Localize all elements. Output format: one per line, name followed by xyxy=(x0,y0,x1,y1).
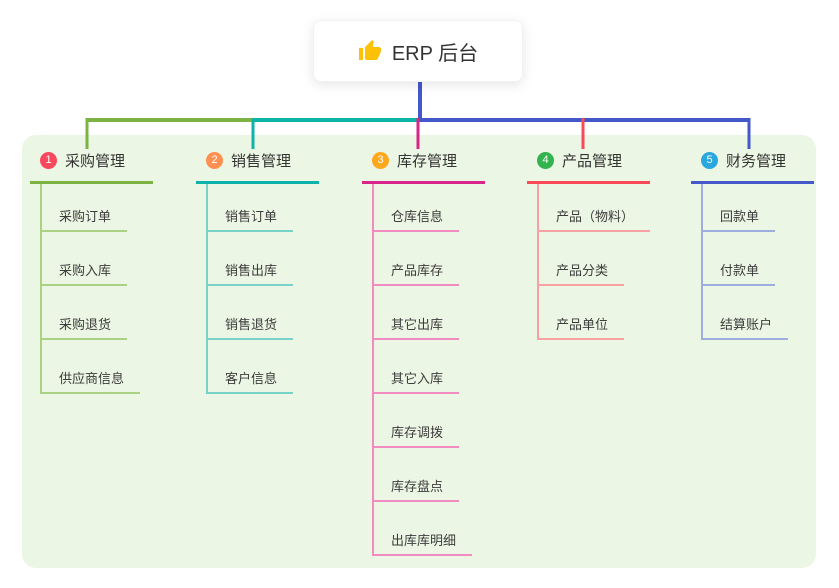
child-node[interactable]: 库存调拨 xyxy=(374,394,460,448)
branch-header[interactable]: 4 产品管理 xyxy=(527,150,651,184)
branch-number-badge: 1 xyxy=(40,152,57,169)
branch-children: 销售订单销售出库销售退货客户信息 xyxy=(206,184,319,394)
branch-number-badge: 3 xyxy=(372,152,389,169)
root-node[interactable]: ERP 后台 xyxy=(313,20,523,82)
child-node[interactable]: 供应商信息 xyxy=(42,340,141,394)
child-node[interactable]: 其它出库 xyxy=(374,286,460,340)
child-node[interactable]: 产品库存 xyxy=(374,232,460,286)
child-node[interactable]: 采购订单 xyxy=(42,184,128,232)
branch-采购管理: 1 采购管理 采购订单采购入库采购退货供应商信息 xyxy=(30,150,154,394)
child-node[interactable]: 产品单位 xyxy=(539,286,625,340)
branch-children: 采购订单采购入库采购退货供应商信息 xyxy=(40,184,153,394)
child-node[interactable]: 仓库信息 xyxy=(374,184,460,232)
branch-number-badge: 2 xyxy=(206,152,223,169)
child-node[interactable]: 出库库明细 xyxy=(374,502,473,556)
branch-label: 采购管理 xyxy=(65,153,126,170)
branch-number-badge: 4 xyxy=(537,152,554,169)
child-node[interactable]: 销售出库 xyxy=(208,232,294,286)
child-node[interactable]: 其它入库 xyxy=(374,340,460,394)
branch-header[interactable]: 5 财务管理 xyxy=(691,150,815,184)
root-label: ERP 后台 xyxy=(391,42,479,65)
child-node[interactable]: 销售退货 xyxy=(208,286,294,340)
branch-header[interactable]: 2 销售管理 xyxy=(196,150,320,184)
branch-children: 仓库信息产品库存其它出库其它入库库存调拨库存盘点出库库明细 xyxy=(372,184,485,556)
branch-产品管理: 4 产品管理 产品（物料）产品分类产品单位 xyxy=(527,150,651,340)
branch-label: 销售管理 xyxy=(231,153,292,170)
branch-财务管理: 5 财务管理 回款单付款单结算账户 xyxy=(691,150,815,340)
branch-header[interactable]: 3 库存管理 xyxy=(362,150,486,184)
child-node[interactable]: 采购入库 xyxy=(42,232,128,286)
branch-children: 回款单付款单结算账户 xyxy=(701,184,814,340)
branch-label: 库存管理 xyxy=(397,153,458,170)
child-node[interactable]: 结算账户 xyxy=(703,286,789,340)
child-node[interactable]: 客户信息 xyxy=(208,340,294,394)
branch-库存管理: 3 库存管理 仓库信息产品库存其它出库其它入库库存调拨库存盘点出库库明细 xyxy=(362,150,486,556)
branch-label: 产品管理 xyxy=(562,153,623,170)
child-node[interactable]: 产品（物料） xyxy=(539,184,651,232)
child-node[interactable]: 库存盘点 xyxy=(374,448,460,502)
child-node[interactable]: 采购退货 xyxy=(42,286,128,340)
branch-header[interactable]: 1 采购管理 xyxy=(30,150,154,184)
branch-children: 产品（物料）产品分类产品单位 xyxy=(537,184,651,340)
thumbs-up-icon xyxy=(358,40,381,60)
branch-label: 财务管理 xyxy=(726,153,787,170)
background-panel xyxy=(22,135,816,568)
child-node[interactable]: 回款单 xyxy=(703,184,776,232)
branch-number-badge: 5 xyxy=(701,152,718,169)
child-node[interactable]: 付款单 xyxy=(703,232,776,286)
branch-销售管理: 2 销售管理 销售订单销售出库销售退货客户信息 xyxy=(196,150,320,394)
child-node[interactable]: 产品分类 xyxy=(539,232,625,286)
child-node[interactable]: 销售订单 xyxy=(208,184,294,232)
